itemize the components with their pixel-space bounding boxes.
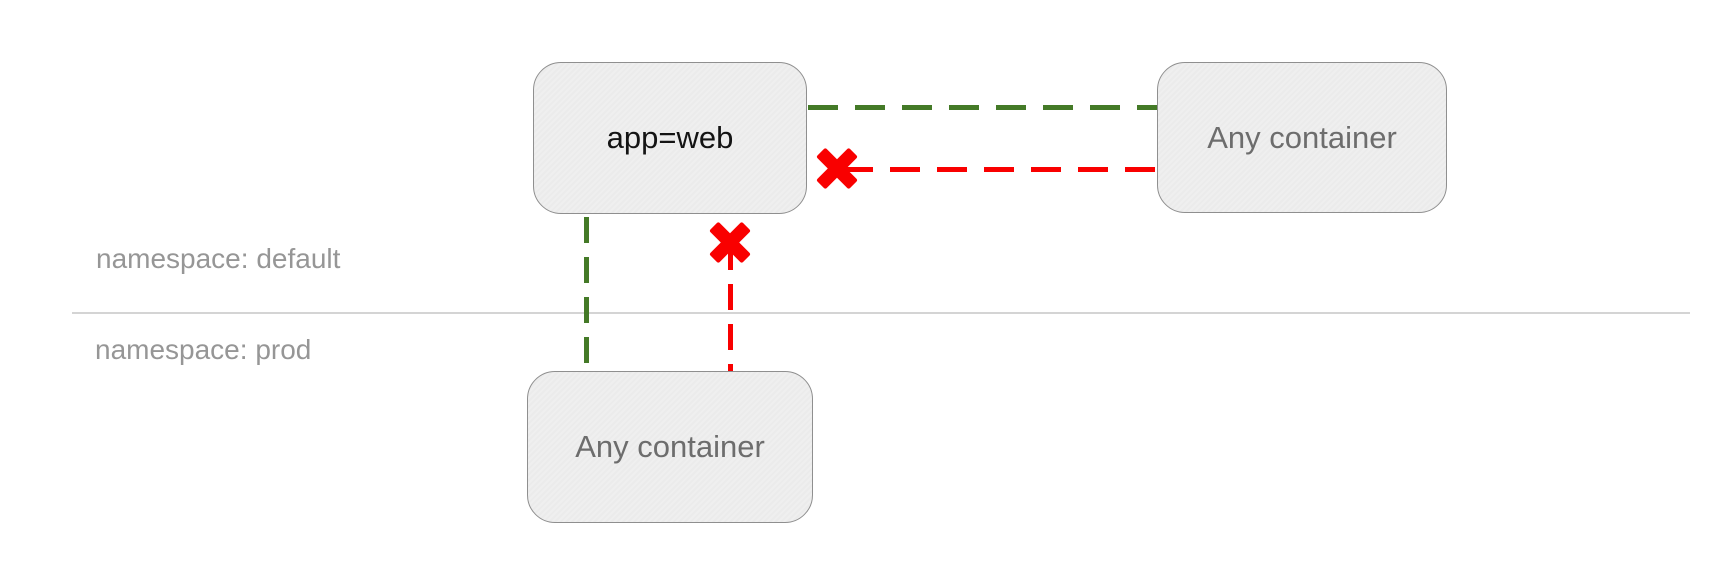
blocked-x-icon — [812, 144, 862, 194]
namespace-default-label: namespace: default — [96, 243, 341, 274]
edge-blocked-any-container-default-to-app-web — [843, 167, 1157, 172]
node-app-web: app=web — [533, 62, 807, 214]
edge-blocked-any-container-prod-to-app-web — [728, 244, 733, 372]
node-any-container-default-label: Any container — [1207, 119, 1397, 155]
node-any-container-default: Any container — [1157, 62, 1447, 213]
node-any-container-prod: Any container — [527, 371, 813, 523]
namespace-divider — [72, 312, 1690, 314]
namespace-prod-label: namespace: prod — [95, 334, 312, 365]
blocked-x-icon — [705, 218, 755, 268]
edge-allowed-app-web-to-any-container-default — [808, 105, 1157, 110]
node-app-web-label: app=web — [606, 120, 734, 155]
node-any-container-prod-label: Any container — [575, 429, 765, 464]
edge-allowed-app-web-to-any-container-prod — [584, 217, 589, 372]
